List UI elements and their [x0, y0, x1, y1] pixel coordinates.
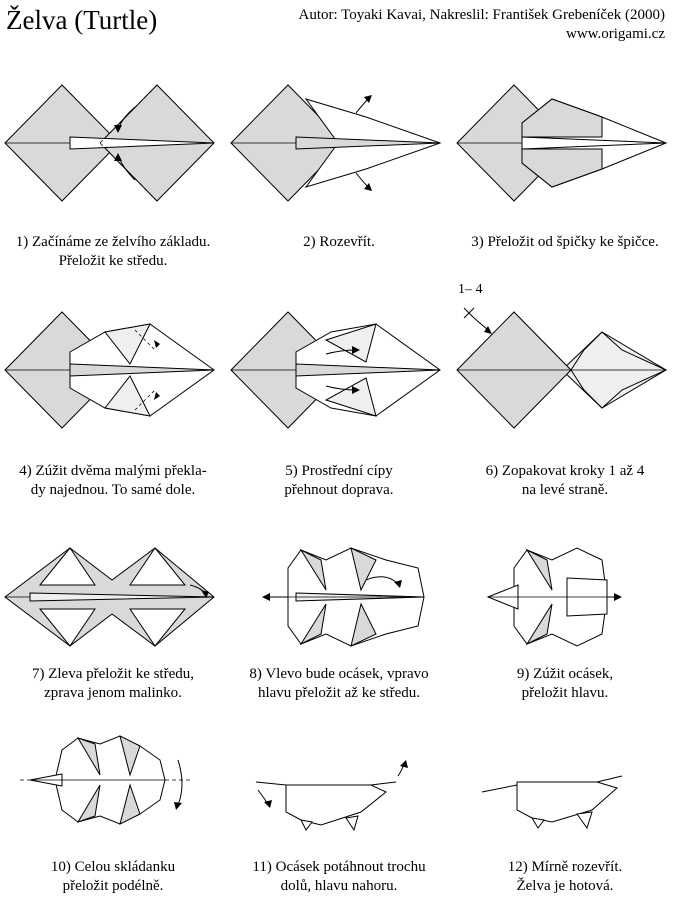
step-1-caption-line1: 1) Začínáme ze želvího základu. — [15, 234, 211, 250]
step-8-caption-line2: hlavu přeložit až ke středu. — [257, 685, 421, 701]
step-1: 1) Začínáme ze želvího základu. Přeložit… — [0, 65, 226, 275]
step-6-diagram — [456, 307, 668, 429]
step-6-marker: 1– 4 — [458, 282, 483, 297]
step-10-caption-line2: přeložit podélně. — [62, 878, 164, 894]
step-7: 7) Zleva přeložit ke středu, zprava jeno… — [0, 540, 226, 710]
step-4-caption: 4) Zúžit dvěma malými překla- dy najedno… — [0, 462, 226, 500]
step-2-diagram — [230, 84, 442, 202]
step-10-caption: 10) Celou skládanku přeložit podélně. — [0, 858, 226, 896]
step-10-diagram — [20, 735, 190, 825]
step-12-caption: 12) Mírně rozevřít. Želva je hotová. — [452, 858, 678, 896]
step-12-diagram — [481, 775, 623, 830]
step-9-diagram — [486, 547, 622, 647]
step-8-diagram — [262, 547, 425, 647]
page-title: Želva (Turtle) — [6, 5, 158, 35]
step-7-diagram — [4, 547, 215, 647]
step-2: 2) Rozevřít. — [226, 65, 452, 275]
step-5-caption-line1: 5) Prostřední cípy — [285, 463, 393, 479]
step-11-caption-line2: dolů, hlavu nahoru. — [280, 878, 398, 894]
step-4-diagram — [4, 311, 215, 429]
step-5-caption-line2: přehnout doprava. — [284, 482, 394, 498]
step-6-caption-line2: na levé straně. — [521, 482, 609, 498]
website-line: www.origami.cz — [566, 26, 665, 42]
step-8: 8) Vlevo bude ocásek, vpravo hlavu přelo… — [226, 540, 452, 710]
step-1-caption: 1) Začínáme ze želvího základu. Přeložit… — [0, 233, 226, 271]
step-8-caption-line1: 8) Vlevo bude ocásek, vpravo — [249, 666, 429, 682]
step-11: 11) Ocásek potáhnout trochu dolů, hlavu … — [226, 730, 452, 895]
step-12-caption-line1: 12) Mírně rozevřít. — [507, 859, 623, 875]
step-1-caption-line2: Přeložit ke středu. — [58, 253, 168, 269]
step-4-caption-line2: dy najednou. To samé dole. — [30, 482, 196, 498]
step-9-caption: 9) Zúžit ocásek, přeložit hlavu. — [452, 665, 678, 703]
step-4: 4) Zúžit dvěma malými překla- dy najedno… — [0, 290, 226, 505]
step-7-caption-line1: 7) Zleva přeložit ke středu, — [31, 666, 195, 682]
step-2-caption-line1: 2) Rozevřít. — [303, 234, 375, 250]
step-7-caption: 7) Zleva přeložit ke středu, zprava jeno… — [0, 665, 226, 703]
author-line: Autor: Toyaki Kavai, Nakreslil: Františe… — [298, 7, 666, 23]
step-3-caption-line1: 3) Přeložit od špičky ke špičce. — [471, 234, 659, 250]
step-4-caption-line1: 4) Zúžit dvěma malými překla- — [19, 463, 207, 479]
step-9-caption-line1: 9) Zúžit ocásek, — [516, 666, 614, 682]
step-7-caption-line2: zprava jenom malinko. — [44, 685, 182, 701]
step-1-diagram — [4, 84, 215, 202]
step-5: 5) Prostřední cípy přehnout doprava. — [226, 290, 452, 505]
credits: Autor: Toyaki Kavai, Nakreslil: Františe… — [299, 6, 666, 44]
step-3-diagram — [456, 84, 668, 202]
step-12-caption-line2: Želva je hotová. — [516, 878, 614, 894]
step-5-diagram — [230, 311, 441, 429]
step-11-caption-line1: 11) Ocásek potáhnout trochu — [252, 859, 426, 875]
step-6-caption: 6) Zopakovat kroky 1 až 4 na levé straně… — [452, 462, 678, 500]
step-11-caption: 11) Ocásek potáhnout trochu dolů, hlavu … — [226, 858, 452, 896]
step-3-caption: 3) Přeložit od špičky ke špičce. — [452, 233, 678, 252]
step-9: 9) Zúžit ocásek, přeložit hlavu. — [452, 540, 678, 710]
step-6-caption-line1: 6) Zopakovat kroky 1 až 4 — [485, 463, 645, 479]
step-10: 10) Celou skládanku přeložit podélně. — [0, 730, 226, 895]
step-8-caption: 8) Vlevo bude ocásek, vpravo hlavu přelo… — [226, 665, 452, 703]
step-9-caption-line2: přeložit hlavu. — [521, 685, 609, 701]
step-2-caption: 2) Rozevřít. — [226, 233, 452, 252]
step-11-diagram — [255, 760, 408, 832]
step-6: 1– 4 6) Zopakovat kroky 1 až 4 na levé s… — [452, 282, 678, 505]
step-3: 3) Přeložit od špičky ke špičce. — [452, 65, 678, 275]
step-12: 12) Mírně rozevřít. Želva je hotová. — [452, 730, 678, 895]
step-10-caption-line1: 10) Celou skládanku — [50, 859, 176, 875]
step-5-caption: 5) Prostřední cípy přehnout doprava. — [226, 462, 452, 500]
